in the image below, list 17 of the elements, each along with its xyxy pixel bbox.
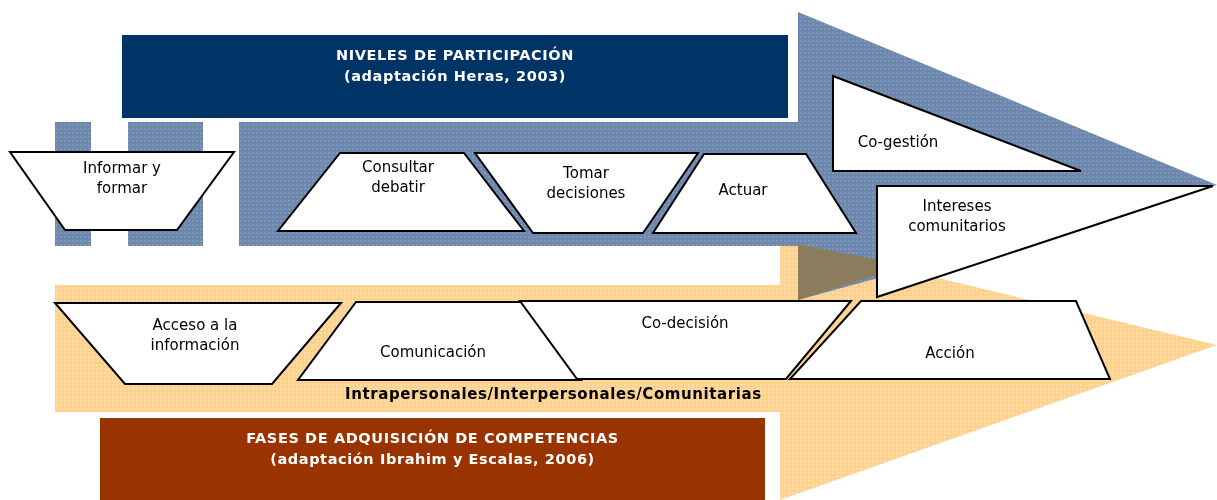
shape-label: Co-decisión (640, 313, 730, 333)
shape-label: Intereses comunitarios (907, 196, 1007, 236)
shape-label: Actuar (717, 180, 769, 200)
shape-label: Acción (924, 343, 976, 363)
shape-label: Consultar debatir (361, 157, 435, 197)
banner-subheading: (adaptación Ibrahim y Escalas, 2006) (269, 450, 596, 469)
shape-label: Comunicación (379, 342, 487, 362)
shape-label: Acceso a la información (149, 315, 241, 355)
title-banner (100, 418, 765, 500)
shape-label: Co-gestión (856, 132, 940, 152)
banner-heading: FASES DE ADQUISICIÓN DE COMPETENCIAS (245, 428, 620, 448)
banner-heading: NIVELES DE PARTICIPACIÓN (334, 45, 576, 65)
shape-label: Tomar decisiones (545, 163, 627, 203)
shape-label: Informar y formar (82, 158, 162, 198)
caption-text: Intrapersonales/Interpersonales/Comunitarias (345, 385, 762, 403)
title-banner (122, 35, 788, 118)
banner-subheading: (adaptación Heras, 2003) (342, 67, 567, 86)
